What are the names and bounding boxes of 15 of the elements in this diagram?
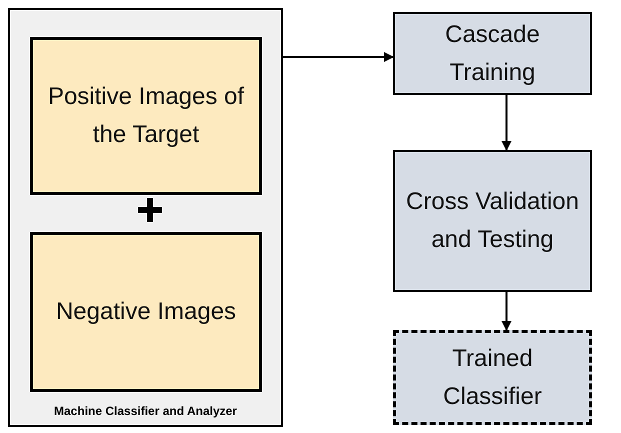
arrow bbox=[502, 95, 512, 151]
group-box bbox=[8, 8, 283, 427]
process-box bbox=[393, 330, 592, 425]
process-box bbox=[393, 150, 592, 292]
arrow bbox=[502, 292, 512, 331]
process-box bbox=[30, 37, 262, 195]
box-label: Positive Images of the Target bbox=[46, 82, 246, 150]
arrow bbox=[283, 52, 394, 62]
box-label: Negative Images bbox=[56, 297, 236, 327]
process-box bbox=[30, 232, 262, 392]
box-label: Trained Classifier bbox=[442, 344, 543, 412]
box-label: Cascade Training bbox=[444, 20, 541, 88]
box-label: Cross Validation and Testing bbox=[405, 187, 580, 255]
group-label: Machine Classifier and Analyzer bbox=[53, 404, 238, 419]
process-box bbox=[393, 12, 592, 95]
